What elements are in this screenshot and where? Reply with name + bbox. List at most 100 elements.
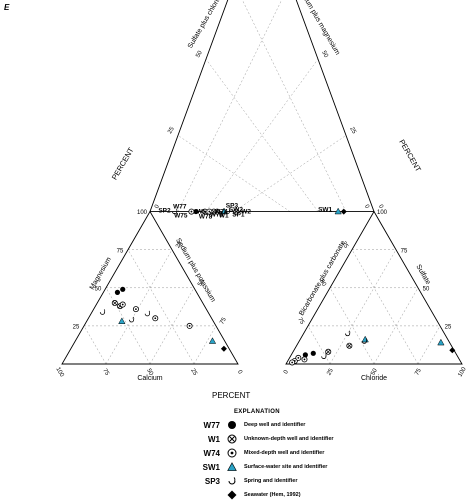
point-anion-sp2 [321, 353, 327, 359]
point-diamond-sp2 [172, 208, 178, 215]
tick-label: 100 [137, 210, 148, 216]
point-diamond-seawater [340, 208, 347, 215]
panel-label: E [4, 3, 10, 12]
diamond-grid-line [177, 0, 282, 212]
point-cation-sp1 [128, 316, 135, 323]
diamond-grid-line [242, 0, 347, 212]
legend-id: W74 [203, 448, 220, 458]
point-label: SP3 [226, 202, 239, 209]
diamond-grid-line [205, 59, 319, 212]
anion-triangle-grid-line [417, 325, 441, 365]
point-diamond-sp1 [224, 208, 230, 215]
point-label: W74 [214, 208, 228, 215]
point-label: W2 [241, 208, 251, 215]
legend-text: Unknown-depth well and identifier [244, 436, 334, 442]
point-anion-w5 [325, 348, 332, 355]
tick-label: 100 [54, 366, 65, 378]
tick-label: 50 [195, 49, 204, 58]
point-label: W5 [196, 208, 206, 215]
axis-title-calcium-magnesium: Calcium plus magnesium [296, 0, 341, 57]
point-cation-w2 [186, 322, 193, 329]
tick-label: 75 [414, 367, 423, 376]
point-anion-sp3 [345, 330, 351, 337]
legend-row-surface-water: SW1 Surface-water site and identifier [186, 460, 327, 474]
tick-label: 25 [445, 324, 452, 330]
tick-label: 0 [154, 203, 161, 209]
point-diamond-w75 [188, 208, 195, 215]
tick-label: 25 [189, 368, 198, 377]
frame-layer [61, 0, 463, 365]
point-label: SP1 [232, 211, 245, 218]
point-cation-w76 [119, 301, 126, 308]
tick-label: 50 [320, 50, 329, 59]
tick-label: 75 [101, 368, 110, 377]
tick-label: 50 [318, 279, 327, 288]
legend-row-unknown-well: W1 Unknown-depth well and identifier [186, 432, 334, 446]
point-label: W76 [210, 211, 224, 218]
point-anion-seawater [449, 347, 456, 354]
filled-circle-icon [226, 419, 238, 431]
point-diamond-sw1 [334, 207, 342, 215]
tick-label: 25 [73, 324, 80, 330]
tick-label: 75 [296, 317, 305, 326]
anion-triangle-grid-line [307, 325, 331, 365]
tick-label: 25 [326, 367, 335, 376]
point-anion-sw1 [437, 338, 445, 346]
point-anion-w77 [302, 352, 308, 358]
triangle-icon [226, 461, 238, 473]
tick-label: 0 [377, 204, 384, 210]
tick-label: 75 [219, 316, 228, 325]
tick-label: 0 [236, 369, 243, 375]
tick-label: 25 [340, 241, 349, 250]
anion-triangle-grid-line [329, 287, 375, 365]
point-cation-w75 [132, 306, 139, 313]
legend-id: SW1 [202, 462, 220, 472]
tick-label: 75 [117, 248, 124, 254]
point-label: SW1 [318, 206, 332, 213]
point-anion-w78 [310, 350, 316, 356]
legend-text: Mixed-depth well and identifier [244, 450, 325, 456]
point-label: SP2 [158, 207, 171, 214]
cation-triangle-grid-line [193, 325, 217, 365]
point-label: W78 [199, 213, 213, 220]
legend-text: Surface-water site and identifier [244, 464, 328, 470]
tick-label: 100 [377, 210, 388, 216]
point-anion-w1 [346, 342, 353, 349]
axis-title-chloride: Chloride [361, 375, 387, 382]
diamond-icon [226, 489, 238, 501]
tick-label: 50 [197, 278, 206, 287]
point-diamond-w78 [193, 208, 199, 215]
tick-label: 75 [401, 248, 408, 254]
axis-title-sulfate: Sulfate [414, 264, 431, 286]
anion-triangle-grid-line [351, 249, 419, 365]
legend-title: EXPLANATION [234, 409, 280, 415]
spring-icon [226, 475, 238, 487]
circle-dot-icon [226, 447, 238, 459]
tick-label: 100 [457, 366, 468, 378]
tick-label: 0 [283, 369, 290, 375]
anion-triangle-grid-line [329, 249, 397, 365]
point-diamond-w2 [233, 208, 240, 215]
tick-label: 50 [145, 368, 154, 377]
diamond-grid-line [233, 135, 347, 212]
legend-id: W77 [203, 420, 220, 430]
diamond [149, 0, 375, 213]
grid-layer [83, 0, 441, 365]
legend-row-deep-well: W77 Deep well and identifier [186, 418, 306, 432]
point-label: W77 [173, 203, 187, 210]
legend-text: Spring and identifier [244, 478, 298, 484]
legend-row-mixed-well: W74 Mixed-depth well and identifier [186, 446, 324, 460]
legend-id: SP3 [204, 476, 220, 486]
anion-triangle [285, 210, 463, 365]
legend-text: Deep well and identifier [244, 422, 306, 428]
cation-triangle-grid-line [83, 325, 107, 365]
tick-label: 50 [423, 286, 430, 292]
cation-triangle [61, 210, 239, 365]
point-cation-w78 [120, 286, 126, 292]
axis-title-calcium: Calcium [137, 375, 162, 382]
point-cation-sw1 [208, 337, 217, 344]
legend-row-seawater: Seawater (Hem, 1992) [186, 488, 301, 502]
